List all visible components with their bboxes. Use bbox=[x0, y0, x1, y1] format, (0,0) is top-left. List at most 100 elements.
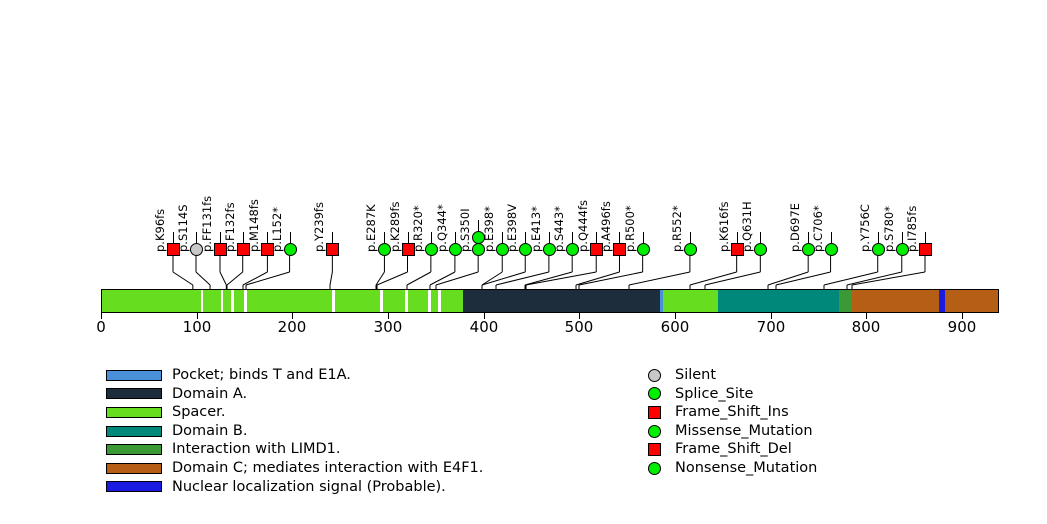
mutation-marker[interactable] bbox=[260, 243, 274, 256]
mutation-marker[interactable] bbox=[189, 243, 203, 256]
mutation-label: p.E413* bbox=[529, 206, 543, 252]
lollipop-leader-line bbox=[329, 256, 333, 289]
axis-tick bbox=[197, 313, 198, 319]
mutation-label: p.K96fs bbox=[153, 208, 167, 252]
mutation-marker[interactable] bbox=[236, 243, 250, 256]
axis-tick-label: 0 bbox=[96, 318, 106, 336]
lollipop-leader-line bbox=[524, 256, 573, 289]
domain-segment bbox=[247, 290, 332, 312]
mutation-marker[interactable] bbox=[283, 243, 297, 256]
mutation-legend-item[interactable]: Splice_Site bbox=[626, 385, 817, 404]
axis-tick-label: 700 bbox=[756, 318, 786, 336]
lollipop-stem bbox=[737, 232, 738, 243]
domain-legend-item[interactable]: Spacer. bbox=[106, 403, 483, 422]
axis-tick bbox=[962, 313, 963, 319]
mutation-marker[interactable] bbox=[424, 243, 438, 256]
domain-segment bbox=[223, 290, 231, 312]
mutation-label: p.E398* bbox=[482, 206, 496, 252]
domain-segment bbox=[463, 290, 660, 312]
domain-segment bbox=[102, 290, 201, 312]
domain-legend-item[interactable]: Domain C; mediates interaction with E4F1… bbox=[106, 459, 483, 478]
mutation-marker[interactable] bbox=[565, 243, 579, 256]
domain-legend-item[interactable]: Pocket; binds T and E1A. bbox=[106, 366, 483, 385]
mutation-label: p.D697E bbox=[788, 202, 802, 252]
domain-legend-item[interactable]: Interaction with LIMD1. bbox=[106, 440, 483, 459]
axis-tick-label: 800 bbox=[851, 318, 881, 336]
mutation-label: p.E287K bbox=[364, 204, 378, 252]
domain-legend-label: Domain B. bbox=[172, 422, 248, 439]
axis-tick-label: 400 bbox=[469, 318, 499, 336]
mutation-marker[interactable] bbox=[542, 243, 556, 256]
domain-segment bbox=[234, 290, 244, 312]
lollipop-stem bbox=[220, 232, 221, 243]
lollipop-stem bbox=[332, 232, 333, 243]
mutation-marker[interactable] bbox=[612, 243, 626, 256]
lollipop-stem bbox=[549, 232, 550, 243]
domain-legend-swatch bbox=[106, 481, 162, 493]
mutation-marker[interactable] bbox=[895, 243, 909, 256]
domain-legend-item[interactable]: Nuclear localization signal (Probable). bbox=[106, 478, 483, 497]
mutation-marker[interactable] bbox=[918, 243, 932, 256]
domain-segment bbox=[383, 290, 405, 312]
lollipop-leader-line bbox=[429, 256, 456, 289]
mutation-marker[interactable] bbox=[213, 243, 227, 256]
domain-legend-label: Pocket; binds T and E1A. bbox=[172, 367, 351, 384]
mutation-legend-label: Frame_Shift_Del bbox=[675, 441, 792, 458]
lollipop-stem bbox=[243, 232, 244, 243]
mutation-marker[interactable] bbox=[377, 243, 391, 256]
mutation-marker[interactable] bbox=[166, 243, 180, 256]
mutation-marker[interactable] bbox=[730, 243, 744, 256]
lollipop-stem bbox=[596, 232, 597, 243]
axis-tick bbox=[292, 313, 293, 319]
lollipop-stem bbox=[431, 232, 432, 243]
lollipop-leader-line bbox=[245, 256, 291, 289]
mutation-marker[interactable] bbox=[448, 243, 462, 256]
mutation-legend-label: Missense_Mutation bbox=[675, 422, 813, 439]
axis-tick bbox=[771, 313, 772, 319]
mutation-legend-marker bbox=[648, 405, 661, 419]
mutation-legend-marker bbox=[648, 368, 661, 382]
mutation-marker[interactable] bbox=[871, 243, 885, 256]
mutation-marker[interactable] bbox=[495, 243, 509, 256]
mutation-legend-item[interactable]: Frame_Shift_Ins bbox=[626, 403, 817, 422]
lollipop-leader-line bbox=[435, 256, 479, 289]
lollipop-leader-line bbox=[376, 256, 409, 289]
lollipop-stem bbox=[196, 232, 197, 243]
mutation-marker[interactable] bbox=[589, 243, 603, 256]
mutation-marker[interactable] bbox=[518, 243, 532, 256]
mutation-marker[interactable] bbox=[824, 243, 838, 256]
lollipop-leader-line bbox=[242, 256, 268, 289]
domain-legend-item[interactable]: Domain A. bbox=[106, 385, 483, 404]
domain-segment bbox=[939, 290, 945, 312]
mutation-marker[interactable] bbox=[401, 243, 415, 256]
mutation-marker[interactable] bbox=[753, 243, 767, 256]
domain-legend-label: Interaction with LIMD1. bbox=[172, 441, 341, 458]
lollipop-stem bbox=[173, 232, 174, 243]
mutation-marker[interactable] bbox=[325, 243, 339, 256]
mutation-legend-item[interactable]: Missense_Mutation bbox=[626, 422, 817, 441]
mutation-label: p.K616fs bbox=[717, 201, 731, 253]
mutation-legend-marker bbox=[648, 461, 661, 475]
mutation-legend-item[interactable]: Silent bbox=[626, 366, 817, 385]
mutation-label: p.R552* bbox=[670, 205, 684, 252]
axis-tick bbox=[388, 313, 389, 319]
mutation-legend-label: Frame_Shift_Ins bbox=[675, 404, 789, 421]
lollipop-leader-line bbox=[172, 256, 194, 289]
domain-segment bbox=[663, 290, 718, 312]
lollipop-leader-line bbox=[219, 256, 227, 289]
lollipop-leader-line bbox=[846, 256, 903, 289]
domain-legend-swatch bbox=[106, 369, 162, 381]
mutation-legend-marker bbox=[648, 443, 661, 457]
lollipop-stem bbox=[290, 232, 291, 243]
axis-tick bbox=[484, 313, 485, 319]
domain-legend-item[interactable]: Domain B. bbox=[106, 422, 483, 441]
mutation-marker[interactable] bbox=[471, 243, 485, 256]
mutation-legend-item[interactable]: Frame_Shift_Del bbox=[626, 440, 817, 459]
domain-legend: Pocket; binds T and E1A.Domain A.Spacer.… bbox=[106, 366, 483, 496]
mutation-marker[interactable] bbox=[683, 243, 697, 256]
mutation-marker[interactable] bbox=[801, 243, 815, 256]
mutation-legend-item[interactable]: Nonsense_Mutation bbox=[626, 459, 817, 478]
domain-legend-swatch bbox=[106, 425, 162, 437]
mutation-marker[interactable] bbox=[636, 243, 650, 256]
